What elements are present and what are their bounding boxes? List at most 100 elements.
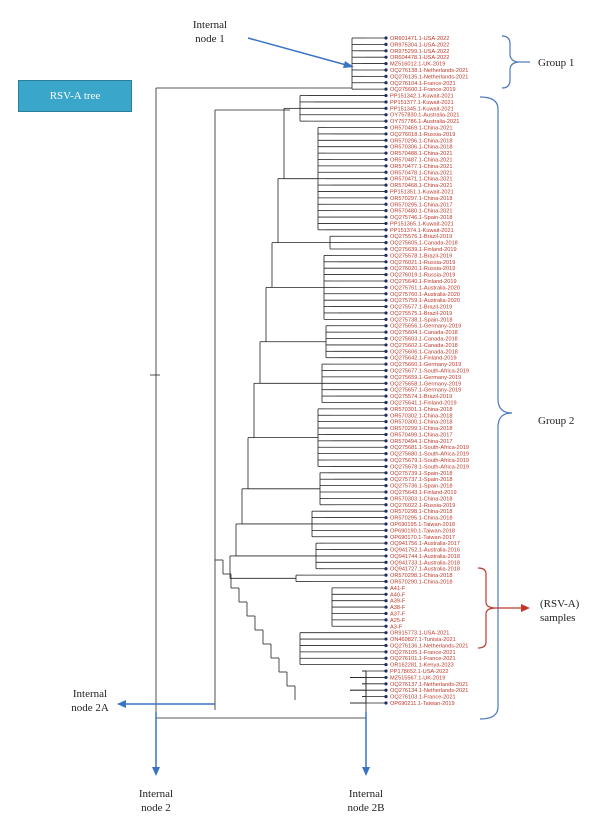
leaf-node-dot xyxy=(384,113,388,117)
leaf-label: OQ275641.1-Finland-2019 xyxy=(390,400,457,406)
leaf-label: PP151377.1-Kuwait-2021 xyxy=(390,100,454,106)
leaf-node-dot xyxy=(384,189,388,194)
leaf-label: A25-F xyxy=(390,618,406,624)
leaf-node-dot xyxy=(384,535,388,539)
leaf-node-dot xyxy=(384,573,388,577)
leaf-label: OQ276138.1-Netherlands-2021 xyxy=(390,68,468,74)
leaf-node-dot xyxy=(384,605,388,609)
leaf-label: OP690170.1-Taiwan-2017 xyxy=(390,535,455,541)
leaf-label: OR570298.1-China-2018 xyxy=(390,509,453,515)
leaf-label: OQ275659.1-Germany-2019 xyxy=(390,375,461,381)
leaf-node-dot xyxy=(384,452,388,456)
leaf-label: OR601471.1-USA-2022 xyxy=(390,36,449,42)
leaf-node-dot xyxy=(384,528,388,532)
leaf-label: PP151351.1-Kuwait-2021 xyxy=(390,189,454,195)
leaf-node-dot xyxy=(384,388,388,392)
leaf-node-dot xyxy=(384,637,388,641)
leaf-node-dot xyxy=(384,368,388,373)
leaf-label: OR975299.1-USA-2022 xyxy=(390,49,449,55)
leaf-label: OR570295.1-China-2017 xyxy=(390,202,453,208)
leaf-label: OQ275739.1-Spain-2018 xyxy=(390,471,453,477)
leaf-label: OQ275680.1-South-Africa-2019 xyxy=(390,452,469,458)
leaf-node-dot xyxy=(384,432,388,437)
internal-node-1-line1: Internal xyxy=(193,19,227,31)
internal-node-2-line1: Internal xyxy=(139,788,173,800)
leaf-label: OQ275604.1-Canada-2018 xyxy=(390,330,458,336)
leaf-node-dot xyxy=(384,177,388,181)
leaf-node-dot xyxy=(384,375,388,379)
leaf-node-dot xyxy=(384,579,388,584)
leaf-node-dot xyxy=(384,266,388,270)
leaf-label: OY757830.1-Australia-2021 xyxy=(390,113,459,119)
leaf-node-dot xyxy=(384,304,388,309)
leaf-label: OQ275602.1-Canada-2018 xyxy=(390,343,458,349)
leaf-node-dot xyxy=(384,515,388,520)
leaf-label: OR570296.1-China-2018 xyxy=(390,138,453,144)
leaf-node-dot xyxy=(384,317,388,321)
leaf-node-dot xyxy=(384,298,388,302)
group-1-label: Group 1 xyxy=(538,57,574,69)
leaf-node-dot xyxy=(384,362,388,366)
leaf-node-dot xyxy=(384,125,388,130)
leaf-label: PP178652.1-USA-2022 xyxy=(390,669,448,675)
leaf-label: OQ275642.1-Finland-2019 xyxy=(390,356,457,362)
leaf-node-dot xyxy=(384,272,388,277)
leaf-node-dot xyxy=(384,464,388,469)
leaf-label: OQ275678.1-South-Africa-2019 xyxy=(390,464,469,470)
leaf-label: OR570303.1-China-2018 xyxy=(390,496,453,502)
internal-node-2-annotation: Internal node 2 xyxy=(139,712,173,814)
leaf-node-dot xyxy=(384,209,388,213)
leaf-node-dot xyxy=(384,183,388,187)
leaf-label: ON469827.1-Tunisia-2021 xyxy=(390,637,456,643)
leaf-node-dot xyxy=(384,624,388,628)
leaf-label: OQ275738.1-Spain-2018 xyxy=(390,317,453,323)
internal-node-2b-line2: node 2B xyxy=(348,802,385,814)
leaf-label: OQ275761.1-Australia-2020 xyxy=(390,285,460,291)
leaf-node-dot xyxy=(384,324,388,328)
leaf-label: OQ275660.1-Germany-2019 xyxy=(390,362,461,368)
group-2-brace xyxy=(479,96,513,720)
samples-annotation: (RSV-A) samples xyxy=(477,567,580,649)
leaf-label: MZ515567.1-UK-2019 xyxy=(390,675,445,681)
leaf-node-dot xyxy=(384,631,388,635)
leaf-label: OR570295.1-China-2018 xyxy=(390,516,453,522)
tree-branches xyxy=(150,37,386,719)
leaf-label: OQ276135.1-Netherlands-2021 xyxy=(390,74,468,80)
leaf-label: OQ275574.1-Brazil-2019 xyxy=(390,394,452,400)
leaf-label: OY757786.1-Australia-2021 xyxy=(390,119,459,125)
tree-title: RSV-A tree xyxy=(49,90,101,102)
leaf-label: OQ275603.1-Canada-2018 xyxy=(390,337,458,343)
leaf-label: OR570297.1-China-2018 xyxy=(390,196,453,202)
leaf-label: OQ275746.1-Spain-2018 xyxy=(390,215,453,221)
leaf-node-dot xyxy=(384,547,388,552)
leaf-label: OQ941727.1-Australia-2018 xyxy=(390,567,460,573)
leaf-label: OR570299.1-China-2018 xyxy=(390,426,453,432)
internal-node-2b-annotation: Internal node 2B xyxy=(348,712,385,814)
leaf-label: OQ275656.1-Germany-2019 xyxy=(390,324,461,330)
leaf-node-dot xyxy=(384,202,388,206)
leaf-node-dot xyxy=(384,592,388,596)
arrowhead-icon xyxy=(152,767,160,776)
leaf-node-dot xyxy=(384,36,388,40)
leaf-label: OQ275640.1-Finland-2019 xyxy=(390,279,457,285)
leaf-label: OR570478.1-China-2021 xyxy=(390,170,453,176)
leaf-node-dot xyxy=(384,228,388,232)
leaf-node-dot xyxy=(384,170,388,174)
leaf-label: PP151345.1-Kuwait-2021 xyxy=(390,106,454,112)
internal-node-1-arrow xyxy=(247,37,351,67)
leaf-node-dot xyxy=(384,247,388,251)
leaf-node-dot xyxy=(384,663,388,667)
leaf-node-dot xyxy=(384,106,388,110)
leaf-node-dot xyxy=(384,509,388,513)
leaf-node-dot xyxy=(384,477,388,481)
arrowhead-icon xyxy=(521,604,530,612)
internal-node-1-line2: node 1 xyxy=(195,33,225,45)
leaf-label: OR570306.1-China-2018 xyxy=(390,145,453,151)
leaf-node-dot xyxy=(384,554,388,558)
leaf-label: OQ941733.1-Australia-2018 xyxy=(390,560,460,566)
leaf-node-dot xyxy=(384,400,388,405)
leaf-node-dot xyxy=(384,336,388,341)
leaf-label: OQ276021.1-Russia-2019 xyxy=(390,260,455,266)
leaf-node-dot xyxy=(384,567,388,571)
